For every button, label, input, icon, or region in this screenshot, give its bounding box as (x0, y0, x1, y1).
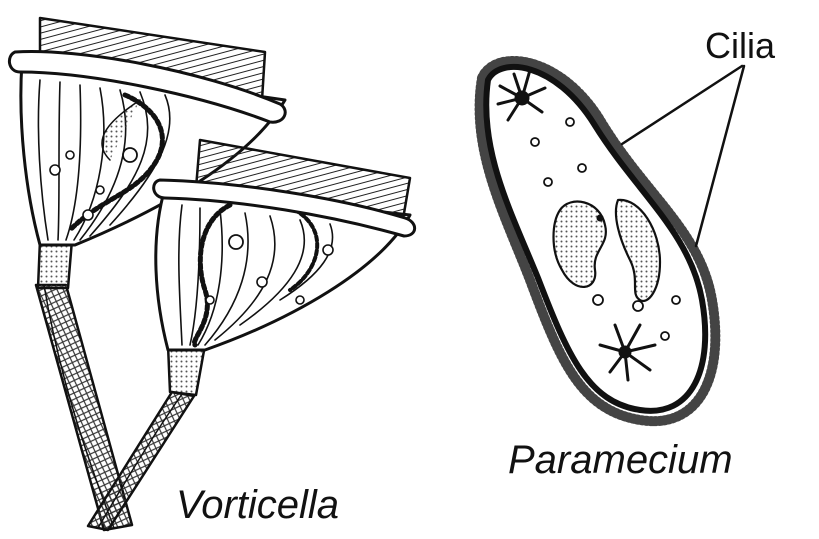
label-paramecium: Paramecium (508, 440, 733, 480)
vorticella-drawing (9, 18, 414, 530)
paramecium-drawing (480, 61, 744, 421)
label-cilia: Cilia (705, 28, 775, 64)
label-vorticella: Vorticella (176, 485, 339, 525)
micronucleus (597, 215, 604, 222)
